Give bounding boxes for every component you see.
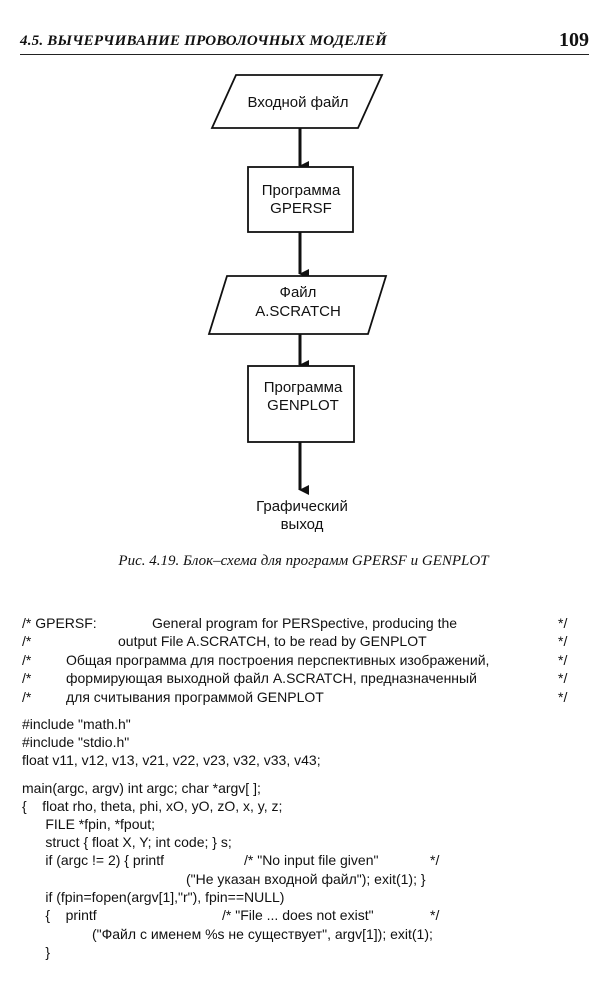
code-line: struct { float X, Y; int code; } s; xyxy=(22,834,232,850)
figure-caption: Рис. 4.19. Блок–схема для программ GPERS… xyxy=(118,553,489,569)
comment-close: */ xyxy=(558,615,568,631)
code-line: { printf xyxy=(22,907,97,923)
program-genplot-line1: Программа xyxy=(264,379,343,396)
comment-text: формирующая выходной файл A.SCRATCH, пре… xyxy=(66,670,477,686)
code-line: FILE *fpin, *fpout; xyxy=(22,816,156,832)
code-comment-close: */ xyxy=(430,907,440,923)
comment-close: */ xyxy=(558,689,568,705)
comment-close: */ xyxy=(558,633,568,649)
output-line2: выход xyxy=(281,516,324,533)
code-line: ("Файл с именем %s не существует", argv[… xyxy=(92,926,433,942)
comment-open: /* xyxy=(22,633,32,649)
input-file-label: Входной файл xyxy=(248,94,349,111)
comment-open: /* GPERSF: xyxy=(22,615,97,631)
comment-close: */ xyxy=(558,670,568,686)
program-gpersf-line1: Программа xyxy=(262,182,341,199)
code-line: #include "math.h" xyxy=(22,716,131,732)
output-line1: Графический xyxy=(256,498,348,515)
comment-close: */ xyxy=(558,652,568,668)
comment-text: General program for PERSpective, produci… xyxy=(152,615,458,631)
comment-open: /* xyxy=(22,670,32,686)
code-line: #include "stdio.h" xyxy=(22,734,130,750)
input-file-shape xyxy=(210,74,384,129)
code-line: { float rho, theta, phi, xO, yO, zO, x, … xyxy=(22,798,283,814)
code-line: } xyxy=(22,944,51,960)
code-line: float v11, v12, v13, v21, v22, v23, v32,… xyxy=(22,752,321,768)
scratch-file-shape xyxy=(207,275,388,335)
comment-open: /* xyxy=(22,652,32,668)
code-line: ("Не указан входной файл"); exit(1); } xyxy=(186,871,426,887)
code-comment: /* "File ... does not exist" xyxy=(222,907,374,923)
code-line: main(argc, argv) int argc; char *argv[ ]… xyxy=(22,780,261,796)
code-line: if (argc != 2) { printf xyxy=(22,852,164,868)
scratch-file-line1: Файл xyxy=(280,284,317,301)
code-line: if (fpin=fopen(argv[1],"r"), fpin==NULL) xyxy=(22,889,285,905)
comment-text: Общая программа для построения перспекти… xyxy=(66,652,490,668)
program-genplot-line2: GENPLOT xyxy=(267,397,339,414)
code-comment: /* "No input file given" xyxy=(244,852,379,868)
scratch-file-line2: A.SCRATCH xyxy=(255,303,341,320)
section-title: 4.5. ВЫЧЕРЧИВАНИЕ ПРОВОЛОЧНЫХ МОДЕЛЕЙ xyxy=(20,33,387,49)
program-gpersf-box xyxy=(247,166,354,233)
code-comment-close: */ xyxy=(430,852,440,868)
running-header: 4.5. ВЫЧЕРЧИВАНИЕ ПРОВОЛОЧНЫХ МОДЕЛЕЙ 10… xyxy=(20,24,589,55)
page-number: 109 xyxy=(559,29,589,51)
program-gpersf-line2: GPERSF xyxy=(270,200,332,217)
comment-text: для считывания программой GENPLOT xyxy=(66,689,324,705)
flowchart: Входной файл Программа GPERSF Файл A.SCR… xyxy=(207,74,388,533)
comment-text: output File A.SCRATCH, to be read by GEN… xyxy=(118,633,427,649)
comment-open: /* xyxy=(22,689,32,705)
program-genplot-box xyxy=(247,365,355,443)
